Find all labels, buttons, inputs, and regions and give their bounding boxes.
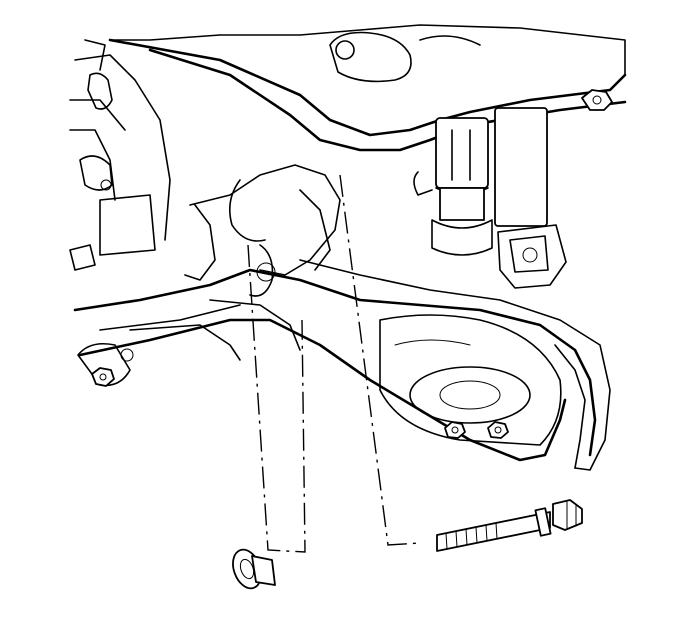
seat-bolts	[444, 421, 509, 439]
frame-bolt-right	[581, 89, 613, 111]
frame-nut-icon	[335, 40, 355, 60]
lower-control-arm	[73, 259, 611, 471]
flange-bolt-icon	[436, 499, 583, 552]
shock-absorber	[413, 107, 567, 289]
spring-seat	[379, 314, 562, 446]
flange-nut-icon	[232, 548, 276, 590]
left-body-structure	[69, 39, 171, 271]
lower-left-bolt	[77, 342, 134, 387]
leader-lines	[247, 174, 421, 553]
knuckle	[129, 164, 341, 361]
